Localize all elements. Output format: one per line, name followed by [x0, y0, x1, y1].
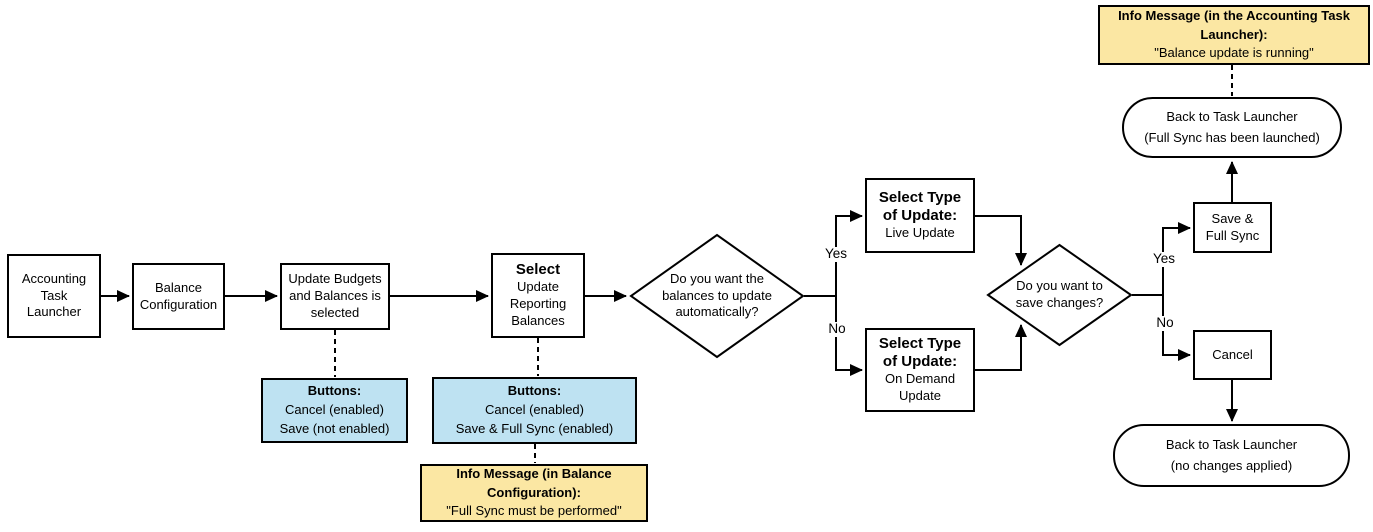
node-label: Live Update — [885, 225, 955, 241]
note-text: "Full Sync must be performed" — [446, 503, 622, 519]
edge-decision1-no — [835, 296, 863, 376]
edge-decision2-yes — [1162, 222, 1191, 295]
node-end-full-sync: Back to Task Launcher (Full Sync has bee… — [1122, 97, 1342, 158]
edge-label-save-yes: Yes — [1146, 251, 1182, 267]
node-label: On Demand Update — [884, 371, 956, 403]
node-label: Update Budgets and Balances is selected — [288, 271, 382, 320]
note-title: Buttons: — [507, 383, 562, 399]
node-label: Save & Full Sync — [1205, 210, 1260, 243]
node-label: Accounting Task Launcher — [21, 270, 87, 320]
node-accounting-task-launcher: Accounting Task Launcher — [7, 254, 101, 338]
node-end-no-changes: Back to Task Launcher (no changes applie… — [1113, 424, 1350, 487]
node-label: Cancel — [1212, 346, 1253, 362]
note-text: "Balance update is running" — [1154, 45, 1314, 61]
note-text: Cancel (enabled) Save (not enabled) — [279, 402, 390, 436]
node-label: Update Reporting Balances — [509, 279, 567, 328]
node-decision-save-changes: Do you want to save changes? — [986, 243, 1133, 347]
node-label: Back to Task Launcher (Full Sync has bee… — [1144, 109, 1320, 145]
note-info-balance-configuration: Info Message (in Balance Configuration):… — [420, 464, 648, 522]
edge-live-to-decision2 — [975, 215, 1027, 266]
node-select-type-on-demand: Select Type of Update: On Demand Update — [865, 328, 975, 412]
node-title: Select Type of Update: — [878, 335, 962, 371]
edge-decision1-yes — [835, 210, 863, 296]
edge-ondemand-to-decision2 — [975, 324, 1027, 371]
node-label: Do you want the balances to update autom… — [662, 270, 772, 320]
node-title: Select Type of Update: — [878, 189, 962, 225]
edge-label-auto-yes: Yes — [818, 246, 854, 262]
node-decision-auto-update: Do you want the balances to update autom… — [629, 233, 805, 359]
note-title: Buttons: — [307, 383, 362, 399]
node-update-budgets-selected: Update Budgets and Balances is selected — [280, 263, 390, 330]
note-title: Info Message (in the Accounting Task Lau… — [1118, 7, 1350, 42]
node-cancel: Cancel — [1193, 330, 1272, 380]
note-buttons-select-update: Buttons: Cancel (enabled) Save & Full Sy… — [432, 377, 637, 444]
node-select-type-live: Select Type of Update: Live Update — [865, 178, 975, 253]
node-label: Balance Configuration — [139, 279, 218, 312]
note-text: Cancel (enabled) Save & Full Sync (enabl… — [455, 402, 614, 436]
diamond-shape — [986, 243, 1133, 347]
edge-label-auto-no: No — [822, 321, 852, 337]
node-label: Do you want to save changes? — [1015, 278, 1104, 310]
note-title: Info Message (in Balance Configuration): — [456, 465, 612, 500]
diamond-shape — [629, 233, 805, 359]
edge-decision2-no — [1162, 295, 1191, 361]
note-info-accounting-launcher: Info Message (in the Accounting Task Lau… — [1098, 5, 1370, 65]
node-label: Back to Task Launcher (no changes applie… — [1165, 437, 1298, 473]
note-buttons-update-budgets: Buttons: Cancel (enabled) Save (not enab… — [261, 378, 408, 443]
edge-label-save-no: No — [1150, 315, 1180, 331]
node-title: Select — [515, 261, 561, 279]
node-select-update-reporting: Select Update Reporting Balances — [491, 253, 585, 338]
node-save-full-sync: Save & Full Sync — [1193, 202, 1272, 253]
node-balance-configuration: Balance Configuration — [132, 263, 225, 330]
